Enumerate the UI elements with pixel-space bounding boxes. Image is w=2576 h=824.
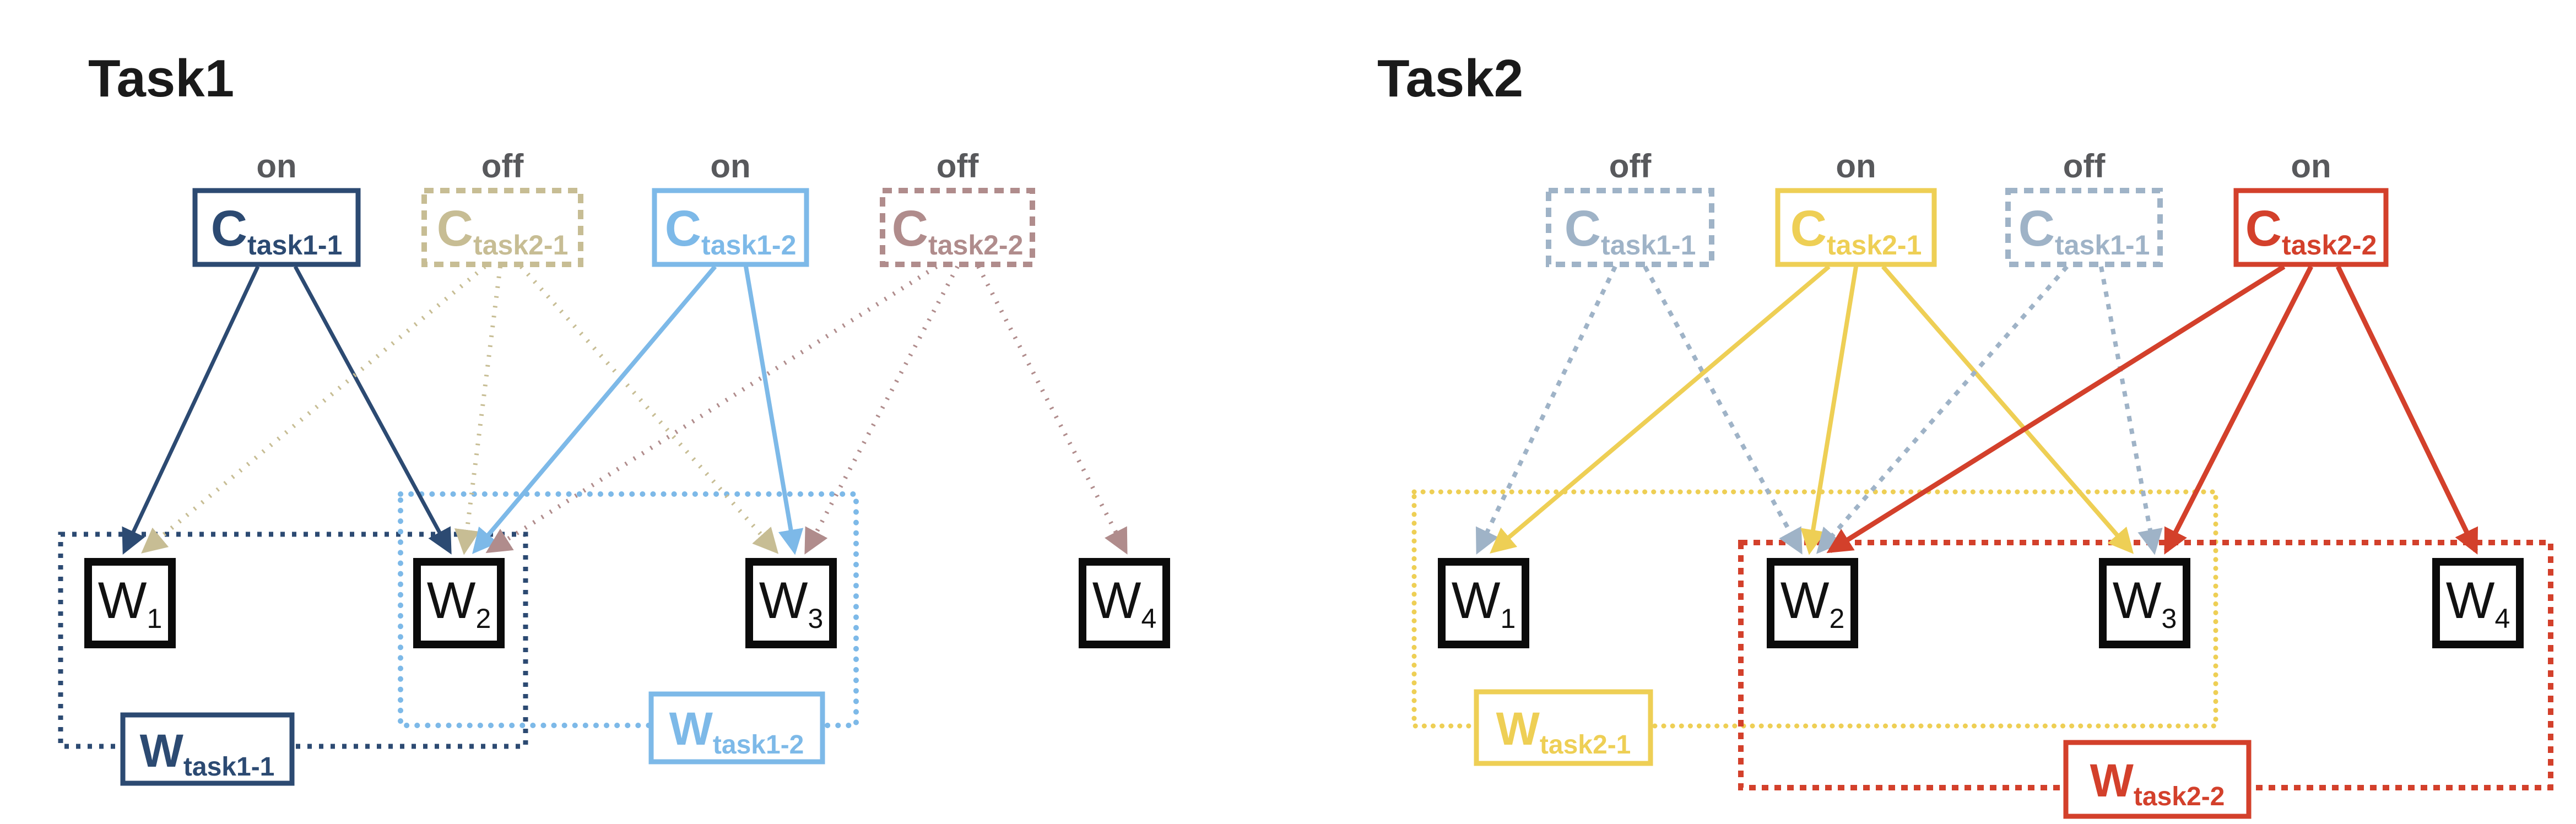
controller-box xyxy=(652,188,809,267)
controller-c-task2-2: off Ctask2-2 xyxy=(880,148,1035,267)
worker-label: W2 xyxy=(1781,571,1845,634)
edge-ctask2-2-w4 xyxy=(2335,265,2478,555)
edge-ctask2-2-w2 xyxy=(485,264,938,554)
worker-box xyxy=(1438,558,1529,648)
state-label: on xyxy=(710,148,750,185)
controller-box xyxy=(2233,188,2389,267)
group-label-w-task2-2: Wtask2-2 xyxy=(2063,740,2252,819)
edge-ctask2-1-w2 xyxy=(1800,266,1858,555)
group-label-text: Wtask2-1 xyxy=(1496,703,1631,760)
worker-label: W3 xyxy=(2113,571,2177,634)
edge-ctask2-2-w2 xyxy=(1826,264,2286,554)
group-label-box xyxy=(120,712,295,786)
edge-ctask1-2-w3 xyxy=(744,266,804,555)
worker-box xyxy=(745,558,837,648)
group-rect-w-task1-1 xyxy=(58,532,528,749)
state-label: off xyxy=(1609,148,1652,185)
state-label: off xyxy=(2063,148,2106,185)
edge-ctask2-1-w2 xyxy=(454,266,502,555)
controller-box xyxy=(2005,188,2163,267)
panel-title: Task1 xyxy=(88,49,234,108)
edge-ctask2-1-w3 xyxy=(519,265,779,554)
worker-w3: W3 xyxy=(2099,558,2190,648)
group-label-text: Wtask2-2 xyxy=(2090,755,2225,811)
group-label-w-task2-1: Wtask2-1 xyxy=(1474,689,1653,766)
controller-label: Ctask1-1 xyxy=(211,200,343,261)
worker-box xyxy=(1767,558,1858,648)
panel-task2: Task2 W1 W2 W3 xyxy=(1377,49,2553,819)
controller-label: Ctask2-1 xyxy=(1790,200,1922,261)
controller-c-task1-1-b: off Ctask1-1 xyxy=(2005,148,2163,267)
controller-box xyxy=(421,188,583,267)
edge-ctask2-1-w1 xyxy=(1490,264,1831,554)
worker-label: W4 xyxy=(1092,571,1157,634)
edge-ctask1-1a-w1 xyxy=(1475,265,1617,555)
worker-label: W1 xyxy=(1452,571,1516,634)
state-label: off xyxy=(481,148,524,185)
group-label-w-task1-1: Wtask1-1 xyxy=(120,712,295,786)
edge-ctask1-1b-w3 xyxy=(2099,266,2163,555)
edges-task1 xyxy=(122,264,1128,555)
worker-w2: W2 xyxy=(1767,558,1858,648)
controller-box xyxy=(1775,188,1937,267)
edge-ctask1-2-w2 xyxy=(472,265,717,554)
state-label: off xyxy=(937,148,979,185)
controller-label: Ctask1-2 xyxy=(665,200,797,261)
controller-label: Ctask2-2 xyxy=(2245,200,2377,261)
edge-ctask1-1-w1 xyxy=(122,265,260,555)
group-rect-w-task2-1 xyxy=(1411,489,2218,729)
worker-label: W3 xyxy=(759,571,824,634)
controller-c-task1-1: on Ctask1-1 xyxy=(192,148,361,267)
controller-label: Ctask1-1 xyxy=(1565,200,1696,261)
group-rect-w-task1-2 xyxy=(398,491,859,728)
controller-box xyxy=(1546,188,1714,267)
group-label-box xyxy=(2063,740,2252,819)
group-label-w-task1-2: Wtask1-2 xyxy=(648,691,825,765)
edge-ctask2-2-w4 xyxy=(976,265,1128,555)
controller-label: Ctask2-2 xyxy=(892,200,1024,261)
worker-label: W1 xyxy=(98,571,163,634)
edge-ctask1-1-w2 xyxy=(293,265,452,555)
worker-box xyxy=(2432,558,2524,648)
worker-label: W2 xyxy=(427,571,491,634)
edge-ctask1-1b-w2 xyxy=(1816,265,2069,554)
edge-ctask2-1-w3 xyxy=(1881,265,2134,554)
controller-c-task1-1-a: off Ctask1-1 xyxy=(1546,148,1714,267)
edge-ctask1-1a-w2 xyxy=(1643,265,1803,555)
state-label: on xyxy=(2291,148,2331,185)
controller-c-task2-2: on Ctask2-2 xyxy=(2233,148,2389,267)
group-label-box xyxy=(648,691,825,765)
worker-w1: W1 xyxy=(84,558,176,648)
controller-label: Ctask2-1 xyxy=(437,200,569,261)
edges-task2 xyxy=(1475,264,2478,555)
controller-c-task2-1: on Ctask2-1 xyxy=(1775,148,1937,267)
worker-w3: W3 xyxy=(745,558,837,648)
group-label-text: Wtask1-2 xyxy=(669,703,804,760)
state-label: on xyxy=(256,148,296,185)
edge-ctask2-2-w3 xyxy=(804,265,960,555)
worker-w4: W4 xyxy=(2432,558,2524,648)
edge-ctask2-2-w3 xyxy=(2163,265,2314,555)
controller-c-task1-2: on Ctask1-2 xyxy=(652,148,809,267)
group-label-box xyxy=(1474,689,1653,766)
worker-box xyxy=(1079,558,1170,648)
worker-box xyxy=(413,558,505,648)
worker-w1: W1 xyxy=(1438,558,1529,648)
worker-box xyxy=(2099,558,2190,648)
controller-box xyxy=(192,188,361,267)
group-label-text: Wtask1-1 xyxy=(140,725,275,782)
panel-task1: Task1 W1 W2 W3 xyxy=(58,49,1170,786)
panel-title: Task2 xyxy=(1377,49,1523,108)
controller-c-task2-1: off Ctask2-1 xyxy=(421,148,583,267)
worker-w4: W4 xyxy=(1079,558,1170,648)
controller-box xyxy=(880,188,1035,267)
state-label: on xyxy=(1836,148,1876,185)
edge-ctask2-1-w1 xyxy=(141,264,486,554)
worker-label: W4 xyxy=(2446,571,2510,634)
worker-box xyxy=(84,558,176,648)
worker-w2: W2 xyxy=(413,558,505,648)
controller-label: Ctask1-1 xyxy=(2018,200,2150,261)
